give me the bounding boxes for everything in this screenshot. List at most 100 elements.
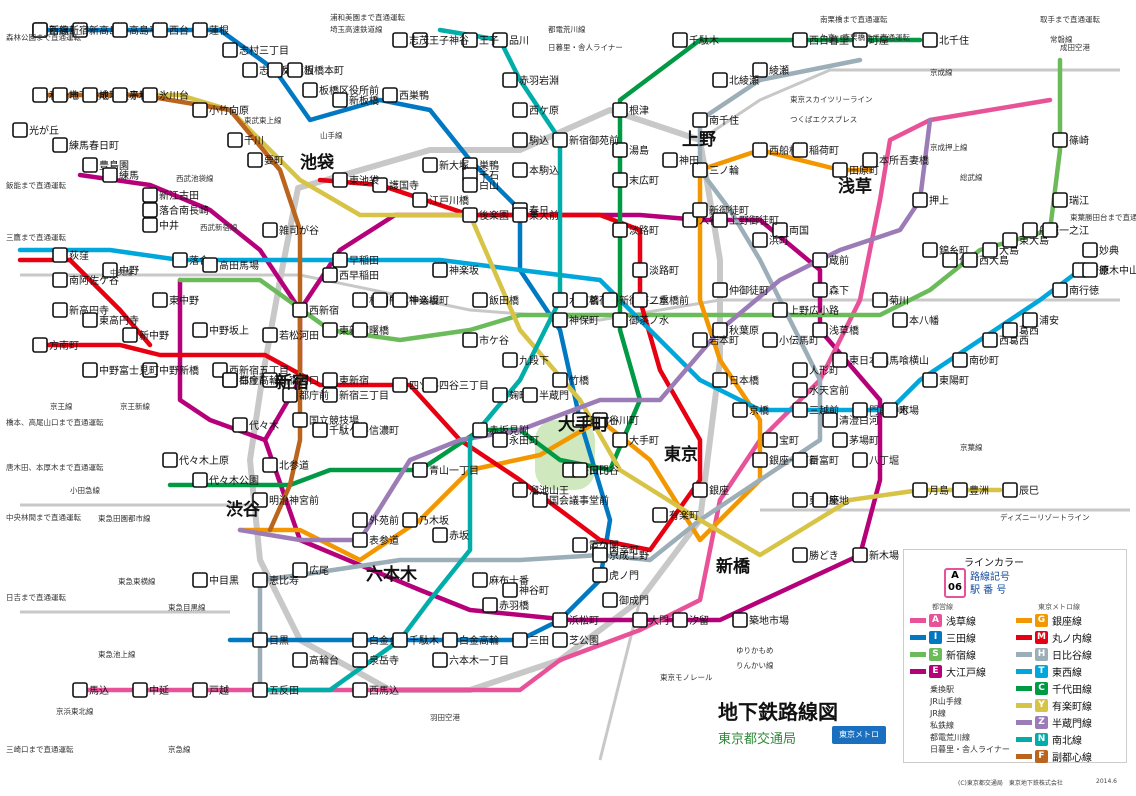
station-label: 乃木坂 xyxy=(419,515,449,527)
station-marker xyxy=(952,352,968,368)
station-marker xyxy=(432,652,448,668)
station-marker xyxy=(882,402,898,418)
major-station-label: 大手町 xyxy=(558,414,609,435)
station-label: 若松河田 xyxy=(279,329,319,342)
station-marker xyxy=(852,32,868,48)
station-marker xyxy=(32,22,48,38)
station-marker xyxy=(142,217,158,233)
station-label: 神田 xyxy=(679,154,699,167)
station-label: 虎ノ門 xyxy=(609,570,639,582)
station-marker xyxy=(502,72,518,88)
station-label: 江戸川橋 xyxy=(429,194,469,207)
rail-line-label: 西武新宿線 xyxy=(200,222,238,232)
station-marker xyxy=(482,597,498,613)
station-marker xyxy=(512,632,528,648)
station-label: 勝どき xyxy=(809,549,839,562)
line-color-swatch xyxy=(1016,754,1032,759)
station-marker xyxy=(192,22,208,38)
station-label: 宝町 xyxy=(779,434,799,447)
station-label: 千駄木 xyxy=(689,34,719,47)
line-name: 有楽町線 xyxy=(1052,702,1092,713)
station-label: 五反田 xyxy=(269,685,299,697)
station-marker xyxy=(352,632,368,648)
station-label: 新線新宿 xyxy=(49,24,89,37)
legend-number-label: 駅 番 号 xyxy=(970,585,1007,596)
station-marker xyxy=(1022,222,1038,238)
station-marker xyxy=(402,512,418,528)
station-marker xyxy=(132,682,148,698)
station-label: 神保町 xyxy=(569,314,599,327)
station-marker xyxy=(192,472,208,488)
through-service-note: 羽田空港 xyxy=(430,712,460,722)
station-marker xyxy=(812,492,828,508)
station-label: 護国寺 xyxy=(389,179,419,192)
publisher-name: 東京都交通局 xyxy=(718,732,797,747)
through-service-note: 浦和美園まで直通運転 xyxy=(330,12,405,22)
through-service-note: 埼玉高速鉄道線 xyxy=(330,24,383,34)
station-marker xyxy=(572,292,588,308)
station-marker xyxy=(852,402,868,418)
station-label: 高輪台 xyxy=(309,654,339,667)
station-label: 上野広小路 xyxy=(789,304,839,317)
station-label: 芝公園 xyxy=(569,634,599,647)
station-label: 淡路町 xyxy=(629,224,659,237)
station-marker xyxy=(632,262,648,278)
station-label: 淡路町 xyxy=(649,264,679,277)
station-label: 新富町 xyxy=(809,454,839,467)
station-label: 内幸町 xyxy=(609,544,639,557)
station-label: 菊川 xyxy=(889,295,909,307)
station-marker xyxy=(192,322,208,338)
station-marker xyxy=(227,132,243,148)
station-marker xyxy=(812,282,828,298)
station-label: 落合南長崎 xyxy=(159,204,209,217)
station-label: 町屋 xyxy=(869,35,889,47)
station-marker xyxy=(142,202,158,218)
metro-logo: 東京メトロ xyxy=(832,726,886,744)
station-label: 根津 xyxy=(629,104,649,117)
station-marker xyxy=(247,152,263,168)
station-marker xyxy=(142,187,158,203)
station-marker xyxy=(242,62,258,78)
station-label: 曙橋 xyxy=(369,324,389,337)
station-label: 溜池山王 xyxy=(529,484,569,497)
station-marker xyxy=(72,682,88,698)
station-label: 赤坂 xyxy=(449,530,469,542)
station-label: 半蔵門 xyxy=(539,389,569,402)
station-marker xyxy=(1002,322,1018,338)
station-label: 西馬込 xyxy=(369,685,399,697)
line-name: 三田線 xyxy=(946,634,976,645)
station-label: 一之江 xyxy=(1059,224,1089,237)
station-label: 西台 xyxy=(169,24,189,37)
station-label: 馬喰横山 xyxy=(889,354,929,367)
station-label: 明治神宮前 xyxy=(269,494,319,507)
station-marker xyxy=(152,22,168,38)
station-marker xyxy=(752,232,768,248)
station-label: 東中野 xyxy=(169,294,199,307)
station-marker xyxy=(82,157,98,173)
line-code-badge: Y xyxy=(1035,699,1048,712)
station-marker xyxy=(1052,192,1068,208)
station-label: 四谷三丁目 xyxy=(439,380,489,392)
station-label: 仲御徒町 xyxy=(729,284,769,297)
rail-line-label: りんかい線 xyxy=(736,660,774,670)
station-marker xyxy=(572,537,588,553)
station-marker xyxy=(922,32,938,48)
station-marker xyxy=(612,142,628,158)
station-label: 荻窪 xyxy=(69,249,89,262)
station-marker xyxy=(352,512,368,528)
station-marker xyxy=(832,432,848,448)
major-station-label: 六本木 xyxy=(366,564,418,585)
station-marker xyxy=(632,292,648,308)
station-marker xyxy=(372,177,388,193)
line-color-swatch xyxy=(910,652,926,657)
station-marker xyxy=(142,87,158,103)
station-marker xyxy=(472,292,488,308)
station-label: 新高円寺 xyxy=(69,304,109,317)
line-name: 丸ノ内線 xyxy=(1052,634,1092,645)
station-label: 東池袋 xyxy=(349,174,379,187)
station-label: 小竹向原 xyxy=(209,104,249,117)
station-marker xyxy=(752,452,768,468)
